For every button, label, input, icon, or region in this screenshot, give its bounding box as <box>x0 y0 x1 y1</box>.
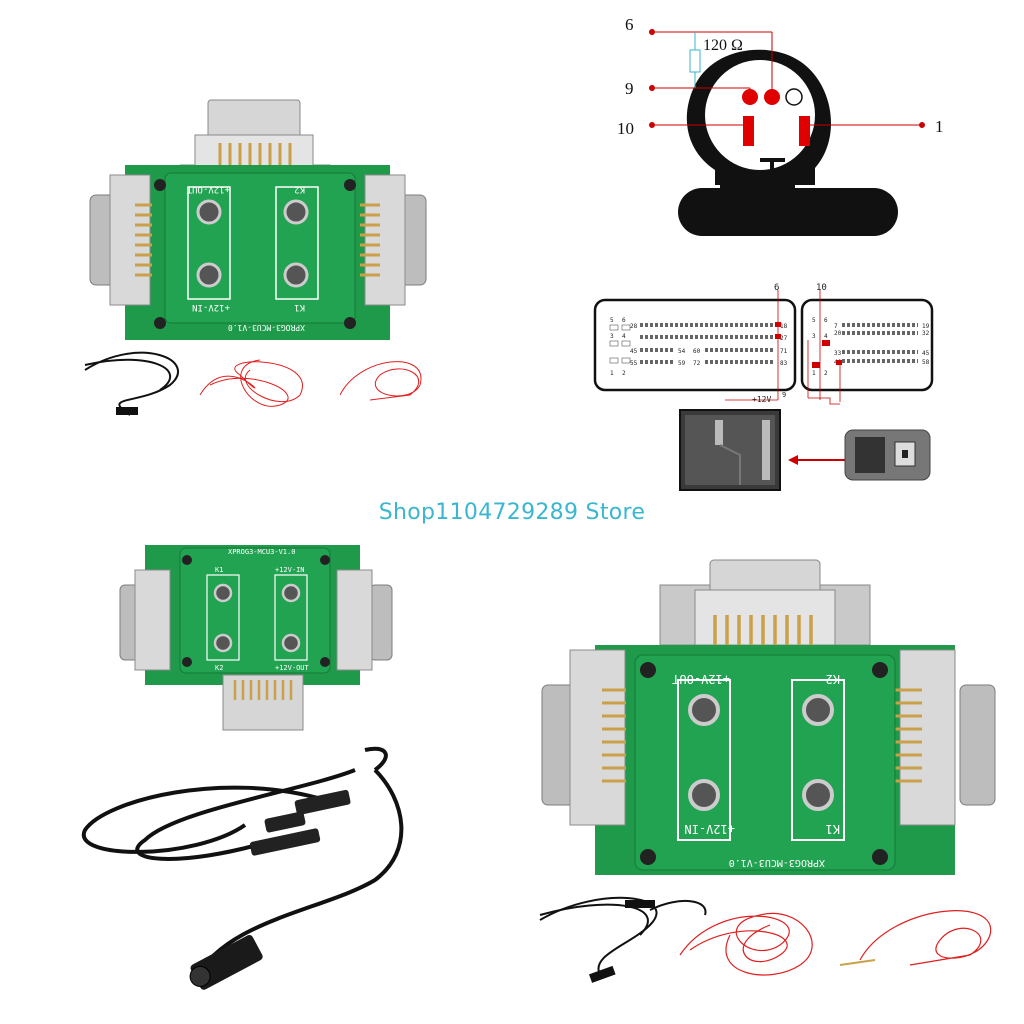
dc-cable <box>84 351 179 416</box>
pcb-top-layer <box>634 654 896 871</box>
ecu-wiring-diagram: 5 6 28 18 3 4 27 45 54 60 71 55 59 72 83… <box>590 280 940 495</box>
ecu-label-10: 10 <box>816 283 827 293</box>
svg-text:3: 3 <box>812 333 816 340</box>
svg-text:83: 83 <box>780 360 788 367</box>
red-test-wire <box>199 361 303 403</box>
red-test-wire-2 <box>339 361 422 401</box>
store-watermark: Shop1104729289 Store <box>378 500 646 525</box>
adapter-board-photo: +12V-OUT K2 +12V-IN K1 XPROG3-MCU3-V1.0 <box>84 99 427 416</box>
label-k1: K1 <box>215 566 223 574</box>
label-12v-in: +12V-IN <box>684 822 735 836</box>
svg-text:1: 1 <box>610 370 614 377</box>
label-k2: K2 <box>215 664 223 672</box>
svg-text:60: 60 <box>693 348 701 355</box>
svg-text:6: 6 <box>824 317 828 324</box>
red-test-wire <box>679 912 813 976</box>
product-photo-bottom-left: XPROG3-MCU3-V1.0 K1 +12V-IN K2 +12V-OUT <box>75 540 435 1010</box>
svg-text:33: 33 <box>834 350 842 357</box>
label-k2: K2 <box>294 184 305 194</box>
product-photo-top-left: +12V-OUT K2 +12V-IN K1 XPROG3-MCU3-V1.0 <box>80 95 460 425</box>
ecu-label-6: 6 <box>774 283 779 293</box>
connector-pinout-diagram: 120 Ω 6 9 10 1 <box>600 10 1000 250</box>
pin-label-1: 1 <box>935 117 944 136</box>
jack-socket <box>196 199 309 288</box>
svg-text:28: 28 <box>630 323 638 330</box>
db-connector-right <box>895 649 996 826</box>
board-model-label: XPROG3-MCU3-V1.0 <box>729 857 825 868</box>
svg-text:1: 1 <box>812 370 816 377</box>
svg-text:4: 4 <box>824 333 828 340</box>
pin-9-dot <box>742 89 758 105</box>
db-connector-left <box>89 174 152 306</box>
ecu-label-12v: +12V <box>752 395 771 404</box>
svg-text:45: 45 <box>630 348 638 355</box>
resistor-symbol <box>689 32 701 88</box>
label-12v-out: +12V-OUT <box>186 184 230 194</box>
label-k1: K1 <box>294 302 305 312</box>
label-12v-in: +12V-IN <box>275 566 305 574</box>
product-photo-bottom-right: +12V-OUT K2 +12V-IN K1 XPROG3-MCU3-V1.0 <box>530 555 1010 1015</box>
svg-text:59: 59 <box>678 360 686 367</box>
label-k2: K2 <box>826 672 840 686</box>
jack-socket <box>688 694 834 811</box>
pin-label-6: 6 <box>625 15 634 34</box>
svg-text:32: 32 <box>922 330 930 337</box>
ecu-connector-left <box>593 298 797 392</box>
label-12v-out: +12V-OUT <box>275 664 310 672</box>
pin-6-dot <box>764 89 780 105</box>
screw <box>154 179 356 329</box>
svg-text:54: 54 <box>678 348 686 355</box>
db-connector-left <box>541 649 626 826</box>
svg-text:2: 2 <box>824 370 828 377</box>
svg-text:19: 19 <box>922 323 930 330</box>
pcb-top-layer <box>164 172 356 324</box>
db-connector-left <box>119 569 171 671</box>
resistor-label: 120 Ω <box>703 37 743 54</box>
db-connector-right <box>360 174 427 306</box>
pin-10-blade <box>743 116 754 146</box>
svg-text:2: 2 <box>622 370 626 377</box>
svg-text:45: 45 <box>922 350 930 357</box>
svg-text:72: 72 <box>693 360 701 367</box>
svg-text:55: 55 <box>630 360 638 367</box>
pin-label-10: 10 <box>617 119 634 138</box>
board-model-label: XPROG3-MCU3-V1.0 <box>228 548 295 556</box>
svg-text:6: 6 <box>622 317 626 324</box>
board-model-label: XPROG3-MCU3-V1.0 <box>228 323 305 332</box>
pin-label-9: 9 <box>625 79 634 98</box>
svg-text:4: 4 <box>622 333 626 340</box>
svg-text:5: 5 <box>812 317 816 324</box>
dc-extension-cable <box>81 746 404 981</box>
svg-text:7: 7 <box>834 323 838 330</box>
svg-text:27: 27 <box>780 335 788 342</box>
svg-text:71: 71 <box>780 348 788 355</box>
svg-text:18: 18 <box>780 323 788 330</box>
dc-cable <box>539 896 707 976</box>
pin-1-blade <box>799 116 810 146</box>
label-k1: K1 <box>826 822 840 836</box>
ecu-label-9: 9 <box>782 391 786 399</box>
db-connector-right <box>336 569 393 671</box>
red-test-wire-2 <box>859 910 992 966</box>
svg-text:20: 20 <box>834 330 842 337</box>
db-connector-bottom <box>222 674 304 731</box>
db-connector-top <box>659 559 871 647</box>
svg-text:3: 3 <box>610 333 614 340</box>
label-12v-in: +12V-IN <box>192 302 230 312</box>
ecu-connector-right <box>800 298 934 392</box>
svg-text:58: 58 <box>922 359 930 366</box>
svg-text:5: 5 <box>610 317 614 324</box>
screw <box>640 662 888 865</box>
label-12v-out: +12V-OUT <box>672 672 730 686</box>
